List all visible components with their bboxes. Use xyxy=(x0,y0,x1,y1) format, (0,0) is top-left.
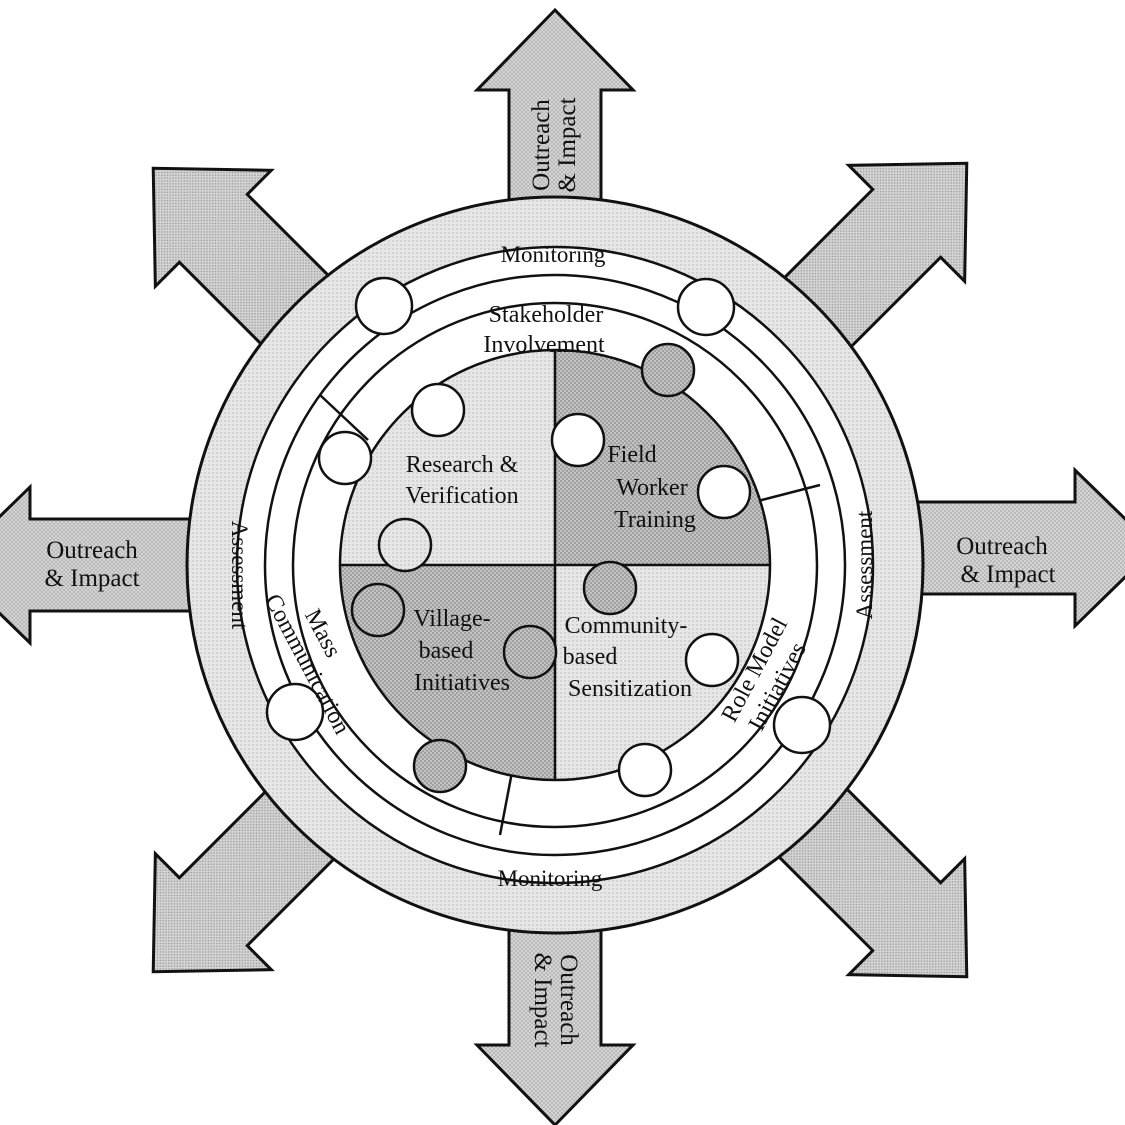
arrow-right-label-line1: Outreach xyxy=(956,533,1048,560)
arrow-labels: Outreach & Impact Outreach & Impact Outr… xyxy=(44,97,1055,1047)
arrow-left-label-line2: & Impact xyxy=(44,565,139,592)
knob-village-right xyxy=(502,624,558,680)
arrow-left-label-line1: Outreach xyxy=(46,537,138,564)
field-label-line3: Training xyxy=(614,507,696,533)
village-label-line2: based xyxy=(419,638,474,664)
stakeholder-label-line1: Stakeholder xyxy=(489,302,604,328)
community-label-line3: Sensitization xyxy=(568,676,692,702)
knob-field-right xyxy=(696,464,752,520)
knob-research-bottom xyxy=(377,517,433,573)
village-label-line1: Village- xyxy=(413,606,490,632)
knob-field-left xyxy=(550,412,606,468)
arrow-top-label-line2: & Impact xyxy=(554,97,581,192)
assessment-left-label: Assessment xyxy=(227,521,252,630)
knob-community-top xyxy=(582,560,638,616)
knob-research-left xyxy=(317,430,373,486)
community-label-line2: based xyxy=(563,644,618,670)
arrow-right-label-line2: & Impact xyxy=(960,561,1055,588)
arrow-top-label-line1: Outreach xyxy=(528,99,555,191)
village-label-line3: Initiatives xyxy=(414,670,510,696)
stakeholder-label-line2: Involvement xyxy=(483,332,605,358)
community-label-line1: Community- xyxy=(565,613,688,639)
center-labels: Research & Verification Field Worker Tra… xyxy=(405,442,696,702)
field-label-line1: Field xyxy=(607,442,656,468)
outer-ring-labels: Monitoring Monitoring Assessment Assessm… xyxy=(227,242,877,891)
monitoring-bottom-label: Monitoring xyxy=(498,866,603,891)
knob-village-left xyxy=(350,582,406,638)
research-label-line1: Research & xyxy=(406,452,519,478)
knob-research-top xyxy=(410,382,466,438)
arrow-bottom-label-line2: & Impact xyxy=(529,952,556,1047)
assessment-right-label: Assessment xyxy=(852,510,877,619)
knob-village-bottom xyxy=(412,738,468,794)
knob-community-bottom xyxy=(617,742,673,798)
field-label-line2: Worker xyxy=(616,475,687,501)
knob-field-top xyxy=(640,342,696,398)
monitoring-top-label: Monitoring xyxy=(501,242,606,267)
arrow-bottom-label-line1: Outreach xyxy=(555,954,582,1046)
research-label-line2: Verification xyxy=(405,483,518,509)
knob-community-right xyxy=(684,632,740,688)
